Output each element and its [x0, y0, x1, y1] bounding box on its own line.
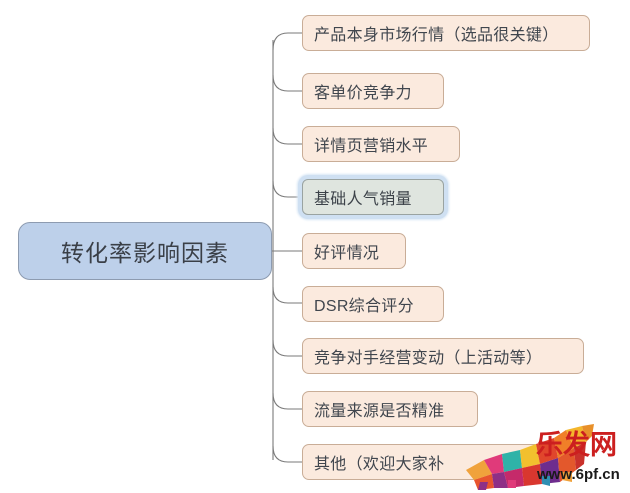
mindmap-node-9-label: 其他（欢迎大家补: [314, 456, 445, 473]
mindmap-node-8[interactable]: 流量来源是否精准: [302, 391, 478, 427]
mindmap-node-3-label: 详情页营销水平: [314, 138, 429, 155]
mindmap-node-4-label: 基础人气销量: [314, 191, 412, 208]
mindmap-node-3[interactable]: 详情页营销水平: [302, 126, 460, 162]
mindmap-node-4-selected[interactable]: 基础人气销量: [302, 179, 444, 215]
mindmap-node-9[interactable]: 其他（欢迎大家补: [302, 444, 552, 480]
mindmap-node-7[interactable]: 竞争对手经营变动（上活动等）: [302, 338, 584, 374]
root-node[interactable]: 转化率影响因素: [18, 222, 272, 280]
mindmap-node-5-label: 好评情况: [314, 245, 380, 262]
mindmap-node-1[interactable]: 产品本身市场行情（选品很关键）: [302, 15, 590, 51]
mindmap-node-5[interactable]: 好评情况: [302, 233, 406, 269]
mindmap-node-8-label: 流量来源是否精准: [314, 403, 445, 420]
mindmap-node-2-label: 客单价竞争力: [314, 85, 412, 102]
mindmap-node-6-label: DSR综合评分: [314, 298, 414, 315]
root-node-label: 转化率影响因素: [61, 240, 229, 266]
mindmap-node-1-label: 产品本身市场行情（选品很关键）: [314, 27, 559, 44]
mindmap-node-6[interactable]: DSR综合评分: [302, 286, 444, 322]
mindmap-node-7-label: 竞争对手经营变动（上活动等）: [314, 350, 543, 367]
mindmap-node-2[interactable]: 客单价竞争力: [302, 73, 444, 109]
